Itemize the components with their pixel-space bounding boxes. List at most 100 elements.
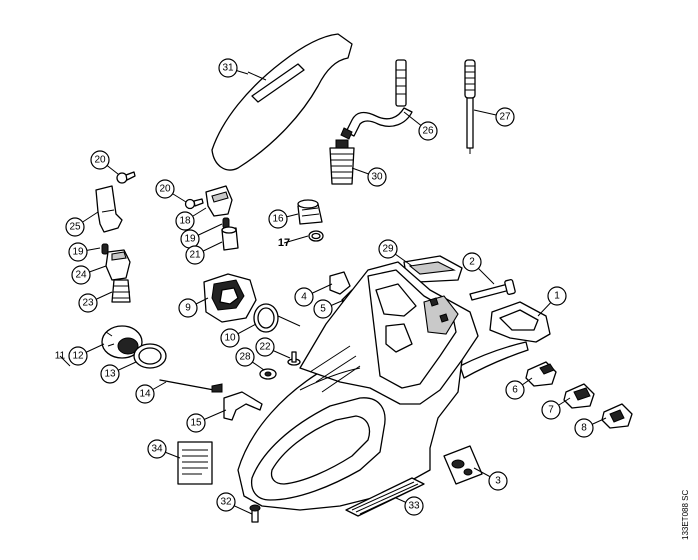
callout-number: 19: [72, 247, 84, 258]
callout-number: 5: [320, 304, 326, 315]
callout-number: 30: [371, 172, 383, 183]
callout-circle: [462, 252, 482, 272]
callout-circle: [186, 413, 206, 433]
part-23-spring: [111, 279, 131, 303]
callout-number: 7: [548, 405, 554, 416]
callout-number: 23: [82, 298, 94, 309]
part-26-fuel-hose: [340, 59, 413, 140]
part-6-buffer: [525, 361, 557, 387]
callout-circle: [147, 439, 167, 459]
callout-16: 16: [268, 209, 299, 229]
part-18-control-lever: [205, 185, 233, 217]
part-1-housing: [237, 261, 551, 511]
callout-number: 12: [72, 351, 84, 362]
part-19-pin: [101, 243, 109, 255]
callout-circle: [294, 287, 314, 307]
callout-number: 14: [139, 389, 151, 400]
callout-number: 27: [499, 112, 511, 123]
callout-circle: [268, 209, 288, 229]
callout-number: 28: [239, 352, 251, 363]
part-9-ignition-module: [203, 273, 257, 323]
callout-12: 12: [68, 343, 105, 366]
part-34-label: [177, 441, 213, 485]
part-33-foot-plate: [345, 477, 425, 517]
part-25-trigger: [95, 185, 123, 233]
callout-circle: [378, 239, 398, 259]
callout-leader: [59, 355, 71, 367]
part-20-screw: [116, 171, 136, 184]
part-15-bracket: [223, 391, 263, 421]
callout-circle: [155, 179, 175, 199]
part-31-handle-guard: [211, 33, 353, 171]
callout-22: 22: [255, 337, 291, 359]
drawing-code: 133ET088 SC: [681, 490, 690, 540]
callout-4: 4: [294, 283, 333, 307]
callout-number: 20: [159, 184, 171, 195]
callout-number: 24: [75, 270, 87, 281]
part-30-fuel-filter: [329, 139, 355, 185]
part-27-impulse-hose: [464, 59, 476, 154]
callout-circle: [547, 286, 567, 306]
callout-number: 20: [94, 155, 106, 166]
callout-number: 26: [422, 126, 434, 137]
callout-number: 15: [190, 418, 202, 429]
callout-2: 2: [462, 252, 495, 285]
callout-24: 24: [71, 265, 107, 285]
part-24-lever: [105, 249, 131, 281]
callout-25: 25: [65, 211, 99, 237]
callout-number: 4: [301, 292, 307, 303]
callout-11: 11: [55, 351, 71, 367]
callout-29: 29: [378, 239, 413, 267]
callout-circle: [100, 364, 120, 384]
callout-circle: [90, 150, 110, 170]
callout-circle: [574, 418, 594, 438]
part-2-bolt: [469, 279, 516, 301]
callout-1: 1: [537, 286, 567, 317]
callout-14: 14: [135, 381, 167, 404]
callout-circle: [255, 337, 275, 357]
part-21-sleeve: [221, 226, 239, 251]
callout-circle: [185, 245, 205, 265]
callout-15: 15: [186, 409, 227, 433]
callout-circle: [235, 347, 255, 367]
callout-number: 32: [220, 497, 232, 508]
callout-number: 29: [382, 244, 394, 255]
callout-number: 18: [179, 216, 191, 227]
callout-number: 22: [259, 342, 271, 353]
part-28-washer: [259, 368, 277, 380]
callout-number: 33: [408, 501, 420, 512]
callout-circle: [488, 471, 508, 491]
callout-circle: [65, 217, 85, 237]
callout-21: 21: [185, 241, 223, 265]
callout-number: 25: [69, 222, 81, 233]
part-13-ring: [133, 343, 167, 369]
callout-circle: [495, 107, 515, 127]
callout-26: 26: [403, 111, 438, 141]
part-3-decal-plate: [443, 445, 483, 485]
callout-3: 3: [473, 467, 508, 491]
part-16-valve-cap: [297, 199, 323, 225]
callout-17: 17: [278, 235, 309, 249]
callout-number: 11: [55, 351, 66, 362]
callout-circle: [313, 299, 333, 319]
callout-31: 31: [218, 58, 249, 78]
part-10-gasket: [253, 303, 301, 333]
callout-circle: [220, 328, 240, 348]
callout-13: 13: [100, 361, 137, 384]
part-14-throttle-rod: [159, 379, 223, 393]
callout-10: 10: [220, 323, 257, 348]
callout-circle: [68, 346, 88, 366]
callout-19: 19: [68, 242, 101, 262]
part-4-cap: [329, 271, 351, 295]
callout-33: 33: [395, 496, 424, 516]
callout-circle: [175, 211, 195, 231]
part-32-screw: [249, 504, 261, 523]
callout-8: 8: [574, 417, 607, 438]
callout-number: 21: [189, 250, 201, 261]
callout-20: 20: [90, 150, 119, 175]
callout-number: 16: [272, 214, 284, 225]
callout-number: 19: [184, 234, 196, 245]
part-17-o-ring: [308, 230, 324, 242]
callout-circle: [135, 384, 155, 404]
